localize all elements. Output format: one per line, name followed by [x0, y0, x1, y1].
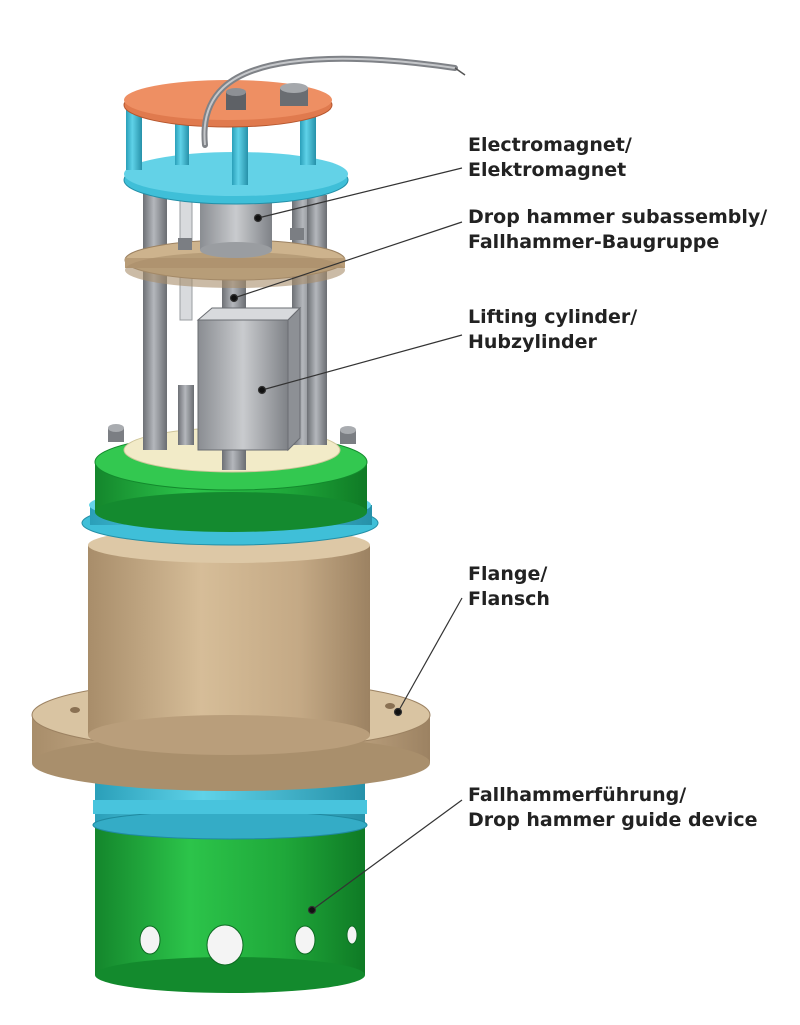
label-flange: Flange/ Flansch — [468, 562, 550, 612]
cap-bolts — [108, 424, 356, 444]
label-lifting-cylinder: Lifting cylinder/ Hubzylinder — [468, 305, 637, 355]
label-drop-hammer-subassembly: Drop hammer subassembly/ Fallhammer-Baug… — [468, 205, 767, 255]
leader-lines — [229, 167, 463, 915]
guide-device-part — [95, 815, 365, 993]
label-drop-hammer-de: Fallhammer-Baugruppe — [468, 231, 720, 253]
label-electromagnet-de: Elektromagnet — [468, 159, 627, 181]
leader-line-drop-hammer — [233, 221, 463, 299]
leader-line-electromagnet — [257, 167, 463, 219]
label-guide-device: Fallhammerführung/ Drop hammer guide dev… — [468, 783, 758, 833]
leader-dot-flange — [393, 707, 403, 717]
leader-dot-drop-hammer — [229, 293, 239, 303]
label-flange-en: Flange/ — [468, 563, 548, 585]
lifting-cylinder-part — [196, 306, 302, 452]
cable — [201, 55, 466, 148]
tan-cylinder-body — [88, 527, 370, 755]
leader-dot-lifting — [257, 385, 267, 395]
leader-line-lifting — [261, 334, 463, 391]
label-electromagnet: Electromagnet/ Elektromagnet — [468, 133, 632, 183]
label-electromagnet-en: Electromagnet/ — [468, 134, 632, 156]
cyan-upper-plate — [123, 95, 349, 205]
leader-dot-guide — [307, 905, 317, 915]
label-lifting-en: Lifting cylinder/ — [468, 306, 638, 328]
label-guide-en: Drop hammer guide device — [468, 809, 758, 831]
label-guide-de: Fallhammerführung/ — [468, 784, 687, 806]
label-lifting-de: Hubzylinder — [468, 331, 597, 353]
leader-line-flange — [397, 597, 463, 713]
label-drop-hammer-en: Drop hammer subassembly/ — [468, 206, 768, 228]
leader-line-guide — [311, 799, 463, 911]
label-flange-de: Flansch — [468, 588, 550, 610]
leader-dot-electromagnet — [253, 213, 263, 223]
orange-top-plate — [123, 80, 333, 128]
